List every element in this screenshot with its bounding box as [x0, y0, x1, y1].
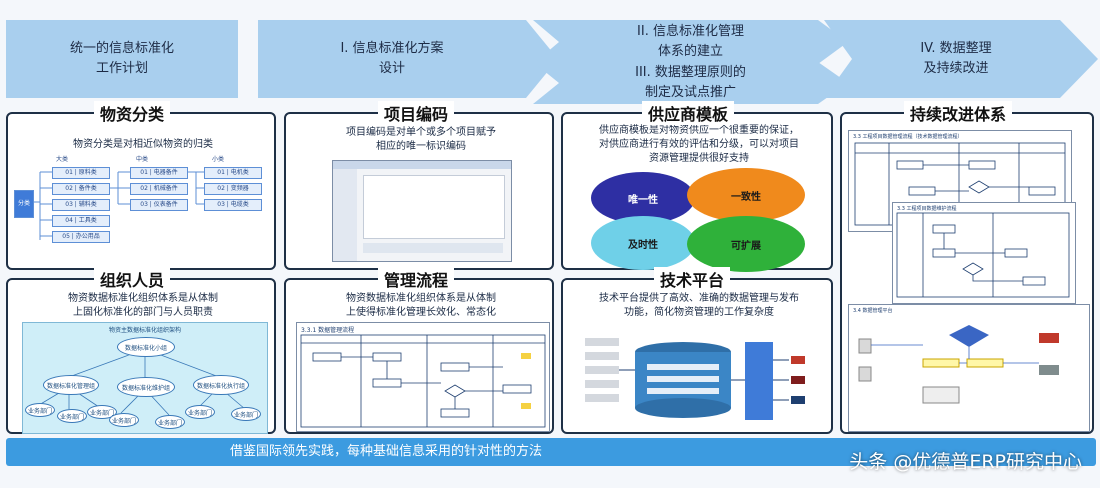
phase-4-label: IV. 数据整理 及持续改进 — [920, 41, 992, 76]
material-l2-item: 01 | 电器备件 — [130, 167, 188, 179]
org-leaf-node: 业务部门 — [155, 415, 185, 429]
panel-coding: 项目编码是对单个或多个项目赋予 相应的唯一标识编码 — [284, 112, 554, 270]
org-mid-node: 数据标准化管理组 — [43, 375, 99, 395]
supplier-blob-extensibility: 可扩展 — [687, 216, 805, 272]
org-title: 组织人员 — [94, 267, 171, 291]
org-leaf-node: 业务部门 — [57, 409, 87, 423]
material-l3-item: 01 | 电机类 — [204, 167, 262, 179]
material-l3-item: 02 | 变频器 — [204, 183, 262, 195]
org-chart: 物资主数据标准化组织架构 数据标准化小组 数据标准化管理组 数据标准化维护组 数… — [22, 322, 268, 434]
material-l1-item: 02 | 备件类 — [52, 183, 110, 195]
material-l2-item: 03 | 仪表备件 — [130, 199, 188, 211]
org-leaf-node: 业务部门 — [185, 405, 215, 419]
panel-process: 物资数据标准化组织体系是从体制 上使得标准化管理长效化、常态化 3.3.1 数据… — [284, 278, 554, 434]
material-l1-item: 05 | 办公用品 — [52, 231, 110, 243]
material-tree-lines — [32, 171, 204, 240]
phase-2-arrow: II. 信息标准化管理 体系的建立 — [533, 20, 848, 64]
supplier-desc: 供应商模板是对物资供应一个很重要的保证， 对供应商进行有效的评估和分级，可以对项… — [599, 125, 799, 164]
platform-desc: 技术平台提供了高效、准确的数据管理与发布 功能，简化物资管理的工作复杂度 — [599, 293, 799, 318]
org-mid-node: 数据标准化执行组 — [193, 375, 249, 395]
supplier-blob-label: 可扩展 — [731, 240, 761, 252]
material-l3-item: 03 | 电缆类 — [204, 199, 262, 211]
coding-screenshot-footer — [363, 243, 503, 253]
panel-material: 物资分类是对相近似物资的归类 分类 大类 中类 小类 01 | 原料类 02 |… — [6, 112, 276, 270]
panel-platform: 技术平台提供了高效、准确的数据管理与发布 功能，简化物资管理的工作复杂度 — [561, 278, 833, 434]
supplier-blob-label: 唯一性 — [628, 194, 658, 206]
watermark: 头条 @优德普ERP研究中心 — [849, 451, 1082, 473]
platform-architecture-figure — [585, 338, 805, 420]
org-leaf-node: 业务部门 — [109, 413, 139, 427]
panel-improve: 3.3 工程项目数据管理流程（技术数据管理流程） 3.3 工程项目数据维护流程 … — [840, 112, 1094, 434]
org-desc: 物资数据标准化组织体系是从体制 上固化标准化的部门与人员职责 — [68, 293, 218, 318]
material-col-header-1: 大类 — [56, 156, 69, 163]
coding-screenshot-header — [333, 161, 511, 169]
org-leaf-node: 业务部门 — [87, 405, 117, 419]
coding-screenshot — [332, 160, 512, 262]
org-chart-title: 物资主数据标准化组织架构 — [108, 327, 181, 334]
process-screenshot: 3.3.1 数据管理流程 — [296, 322, 550, 432]
process-title: 管理流程 — [378, 267, 455, 291]
process-desc: 物资数据标准化组织体系是从体制 上使得标准化管理长效化、常态化 — [346, 293, 496, 318]
footer-text: 借鉴国际领先实践，每种基础信息采用的针对性的方法 — [229, 444, 542, 459]
material-l2-item: 02 | 机械备件 — [130, 183, 188, 195]
coding-screenshot-nav — [333, 169, 357, 261]
material-desc: 物资分类是对相近似物资的归类 — [73, 139, 213, 150]
panel-supplier: 供应商模板是对物资供应一个很重要的保证， 对供应商进行有效的评估和分级，可以对项… — [561, 112, 833, 272]
coding-title: 项目编码 — [378, 101, 455, 125]
supplier-blob-label: 及时性 — [628, 239, 658, 251]
phase-1-arrow: I. 信息标准化方案 设计 — [258, 20, 558, 98]
org-mid-node: 数据标准化维护组 — [117, 377, 175, 397]
material-l1-item: 04 | 工具类 — [52, 215, 110, 227]
phase-0-box: 统一的信息标准化 工作计划 — [6, 20, 238, 98]
footer-bar: 借鉴国际领先实践，每种基础信息采用的针对性的方法 — [6, 438, 1096, 466]
improve-screenshot-title: 3.4 数据管理平台 — [853, 308, 893, 314]
phase-3-label: III. 数据整理原则的 制定及试点推广 — [635, 65, 746, 100]
supplier-title: 供应商模板 — [642, 101, 735, 125]
material-col-header-2: 中类 — [136, 156, 149, 163]
org-leaf-node: 业务部门 — [231, 407, 261, 421]
material-title: 物资分类 — [94, 101, 171, 125]
coding-desc: 项目编码是对单个或多个项目赋予 相应的唯一标识编码 — [346, 127, 496, 152]
improve-platform-figure — [858, 325, 1059, 404]
material-col-header-3: 小类 — [212, 156, 225, 163]
supplier-blob-label: 一致性 — [731, 191, 761, 203]
phase-2-label: II. 信息标准化管理 体系的建立 — [637, 24, 744, 59]
org-root-node: 数据标准化小组 — [117, 337, 175, 357]
process-screenshot-title: 3.3.1 数据管理流程 — [301, 327, 355, 334]
improve-title: 持续改进体系 — [904, 101, 1013, 125]
coding-screenshot-form — [363, 175, 505, 239]
improve-flow-lines — [896, 212, 1070, 298]
phase-3-arrow: III. 数据整理原则的 制定及试点推广 — [533, 62, 848, 104]
improve-screenshot-title: 3.3 工程项目数据管理流程（技术数据管理流程） — [853, 134, 963, 140]
material-l1-item: 01 | 原料类 — [52, 167, 110, 179]
improve-screenshot: 3.3 工程项目数据维护流程 — [892, 202, 1076, 304]
supplier-blob-uniqueness: 唯一性 — [591, 172, 695, 224]
supplier-blob-timeliness: 及时性 — [591, 216, 695, 270]
material-root: 分类 — [14, 190, 34, 218]
phase-4-arrow: IV. 数据整理 及持续改进 — [824, 20, 1098, 98]
org-leaf-node: 业务部门 — [25, 403, 55, 417]
improve-screenshot: 3.4 数据管理平台 — [848, 304, 1090, 432]
material-l1-item: 03 | 辅料类 — [52, 199, 110, 211]
platform-title: 技术平台 — [654, 267, 731, 291]
phase-0-label: 统一的信息标准化 工作计划 — [69, 41, 174, 76]
panel-org: 物资数据标准化组织体系是从体制 上固化标准化的部门与人员职责 物资主数据标准化组… — [6, 278, 276, 434]
improve-screenshot-title: 3.3 工程项目数据维护流程 — [897, 206, 957, 212]
process-flow-lines — [300, 334, 546, 428]
phase-1-label: I. 信息标准化方案 设计 — [340, 41, 444, 76]
supplier-blob-consistency: 一致性 — [687, 168, 805, 222]
